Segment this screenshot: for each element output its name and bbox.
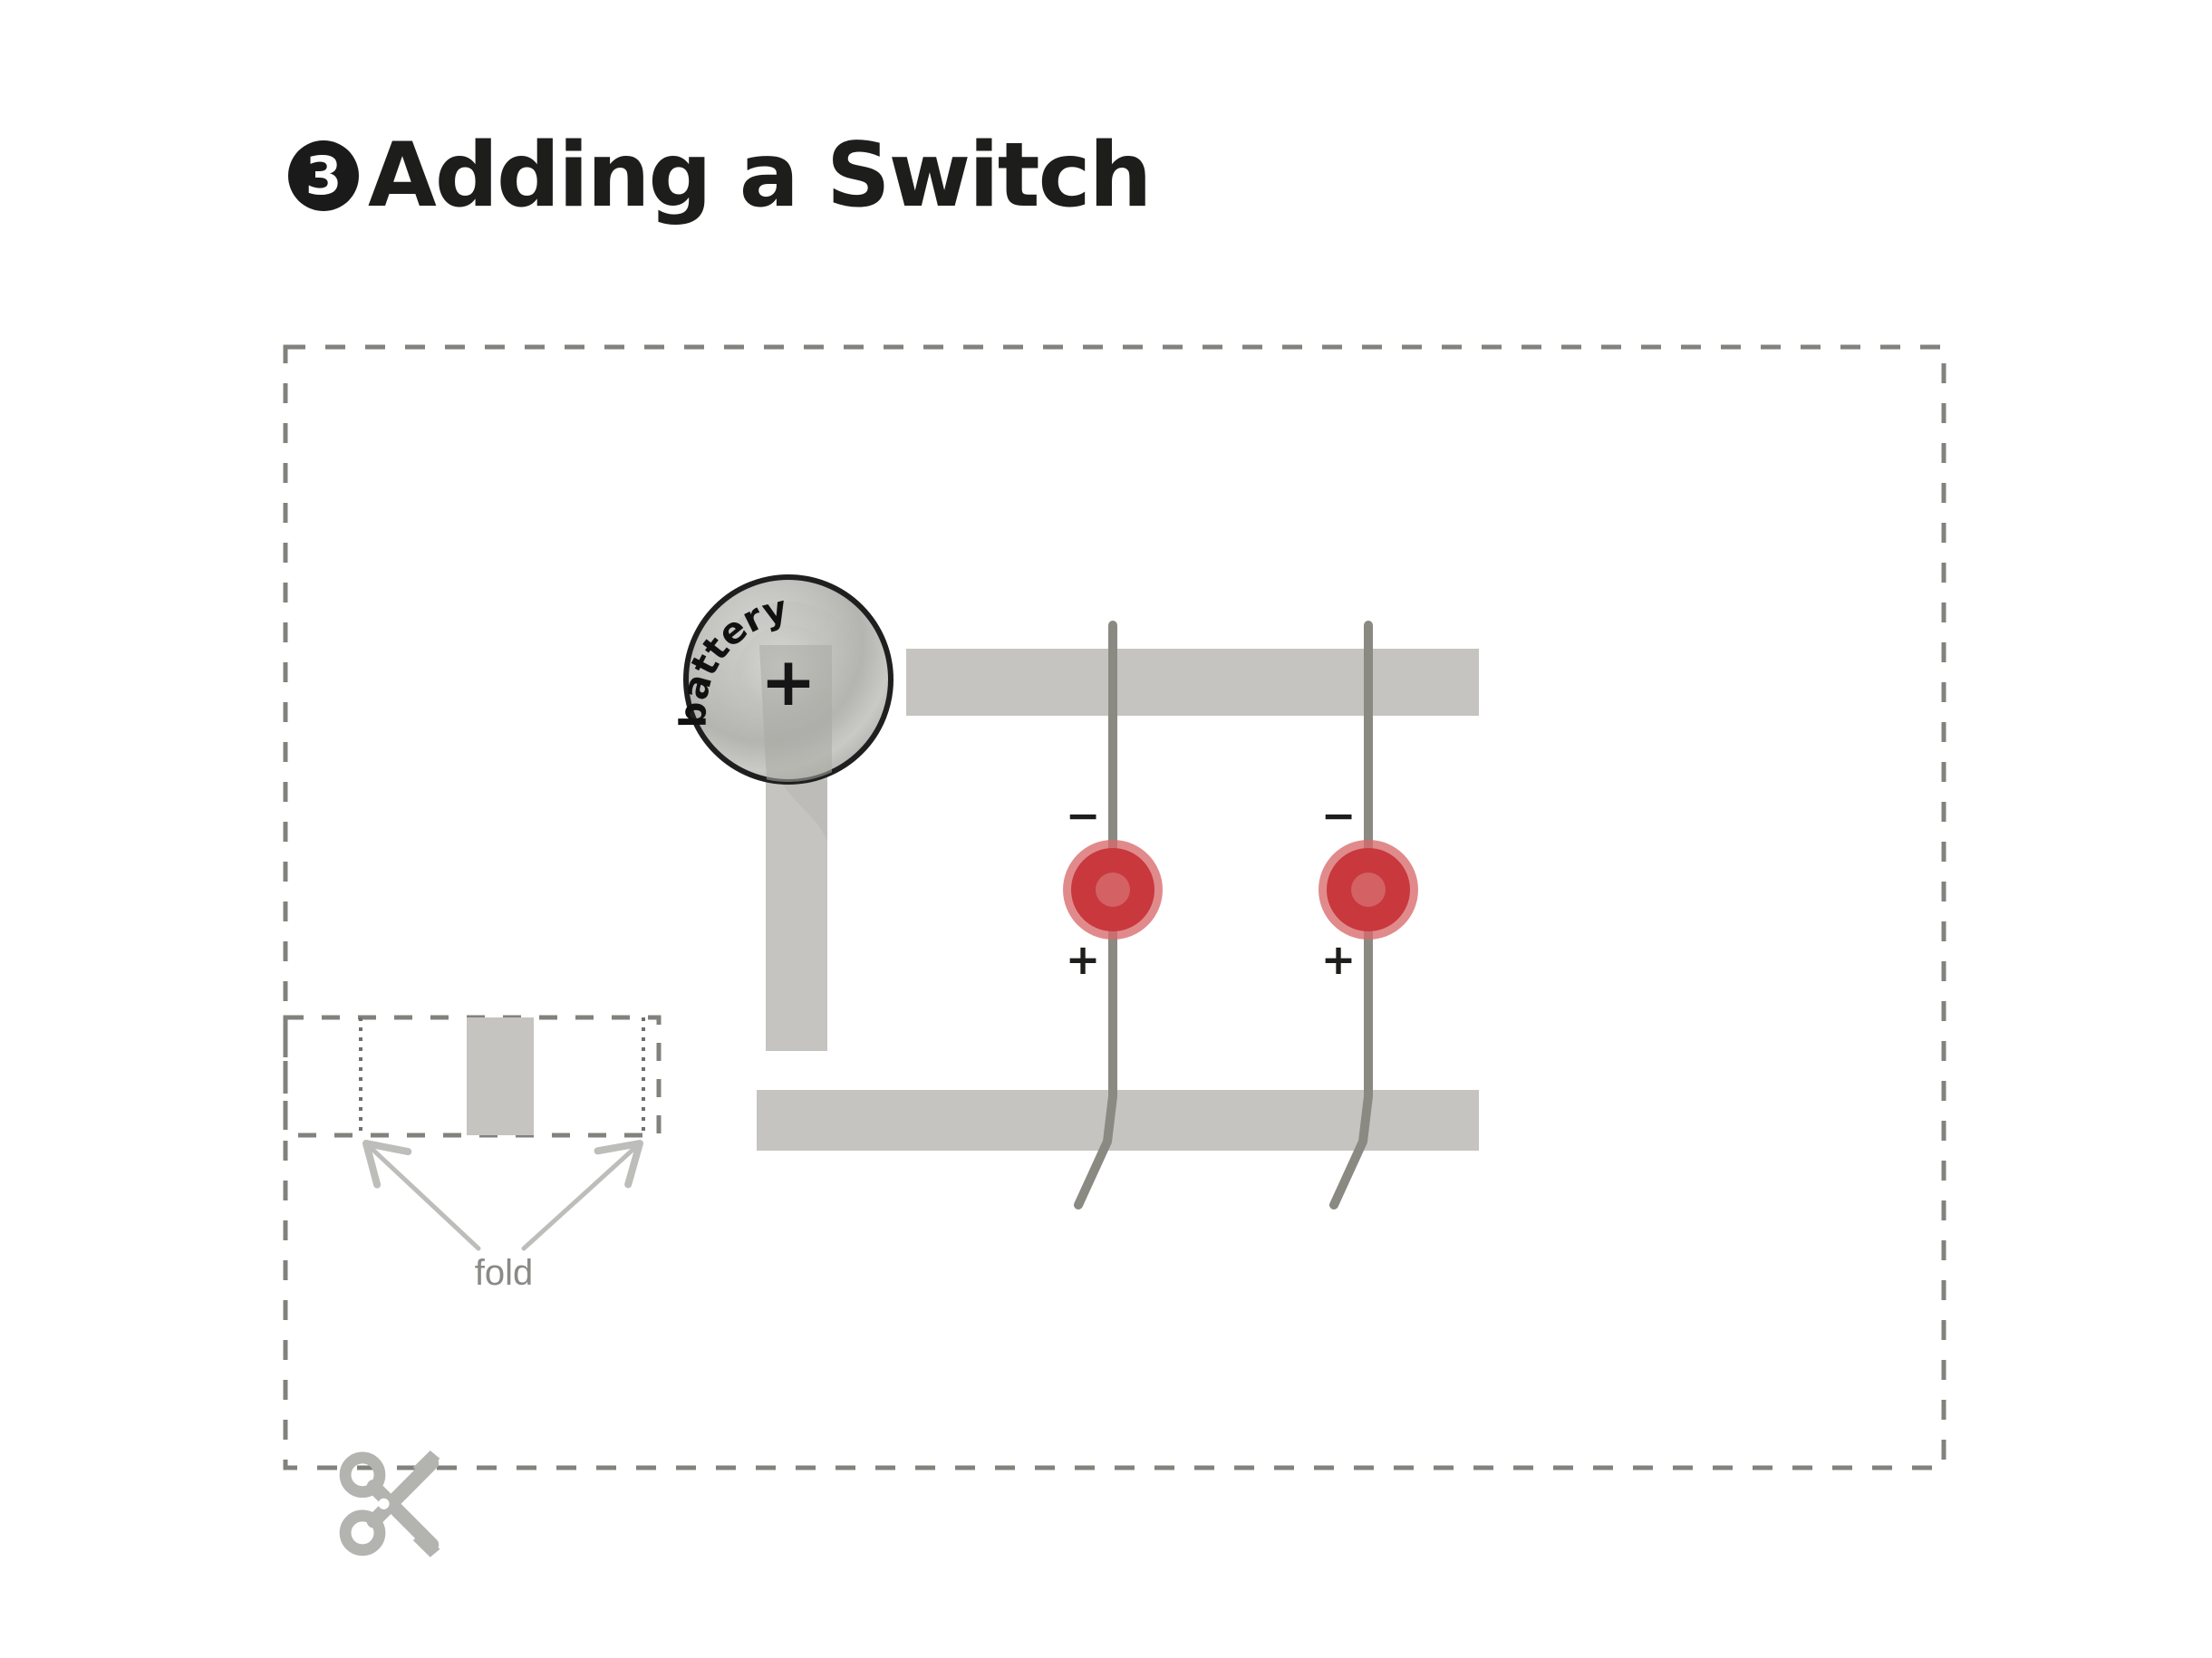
conductive-tape-switch-flap — [766, 766, 827, 1051]
led-right-center — [1351, 872, 1386, 907]
page-title-text: Adding a Switch — [368, 124, 1152, 227]
fold-arrow-left — [362, 1140, 481, 1251]
fold-arrow-right — [521, 1140, 643, 1251]
led-left-center — [1096, 872, 1130, 907]
conductive-tape-top — [906, 649, 1479, 716]
fold-diagram: fold — [283, 1015, 662, 1293]
page-title: 3 Adding a Switch — [288, 121, 1152, 230]
led-left: − + — [1063, 791, 1163, 984]
scissors-icon — [339, 1450, 440, 1557]
fold-label: fold — [475, 1253, 534, 1293]
switch-flap-shadow — [775, 766, 827, 843]
battery-tape-overlay — [759, 645, 832, 782]
led-left-anode-label: + — [1066, 935, 1101, 984]
battery-polarity-label: + — [760, 643, 816, 721]
cut-boundary — [283, 344, 1946, 1470]
led-right-anode-label: + — [1321, 935, 1357, 984]
fold-tape-tab — [467, 1017, 534, 1135]
step-number-badge: 3 — [288, 140, 359, 211]
led-right-cathode-label: − — [1321, 791, 1357, 840]
battery-coin-cell: battery + — [672, 574, 893, 785]
led-left-cathode-label: − — [1066, 791, 1101, 840]
led-right: − + — [1319, 791, 1418, 984]
